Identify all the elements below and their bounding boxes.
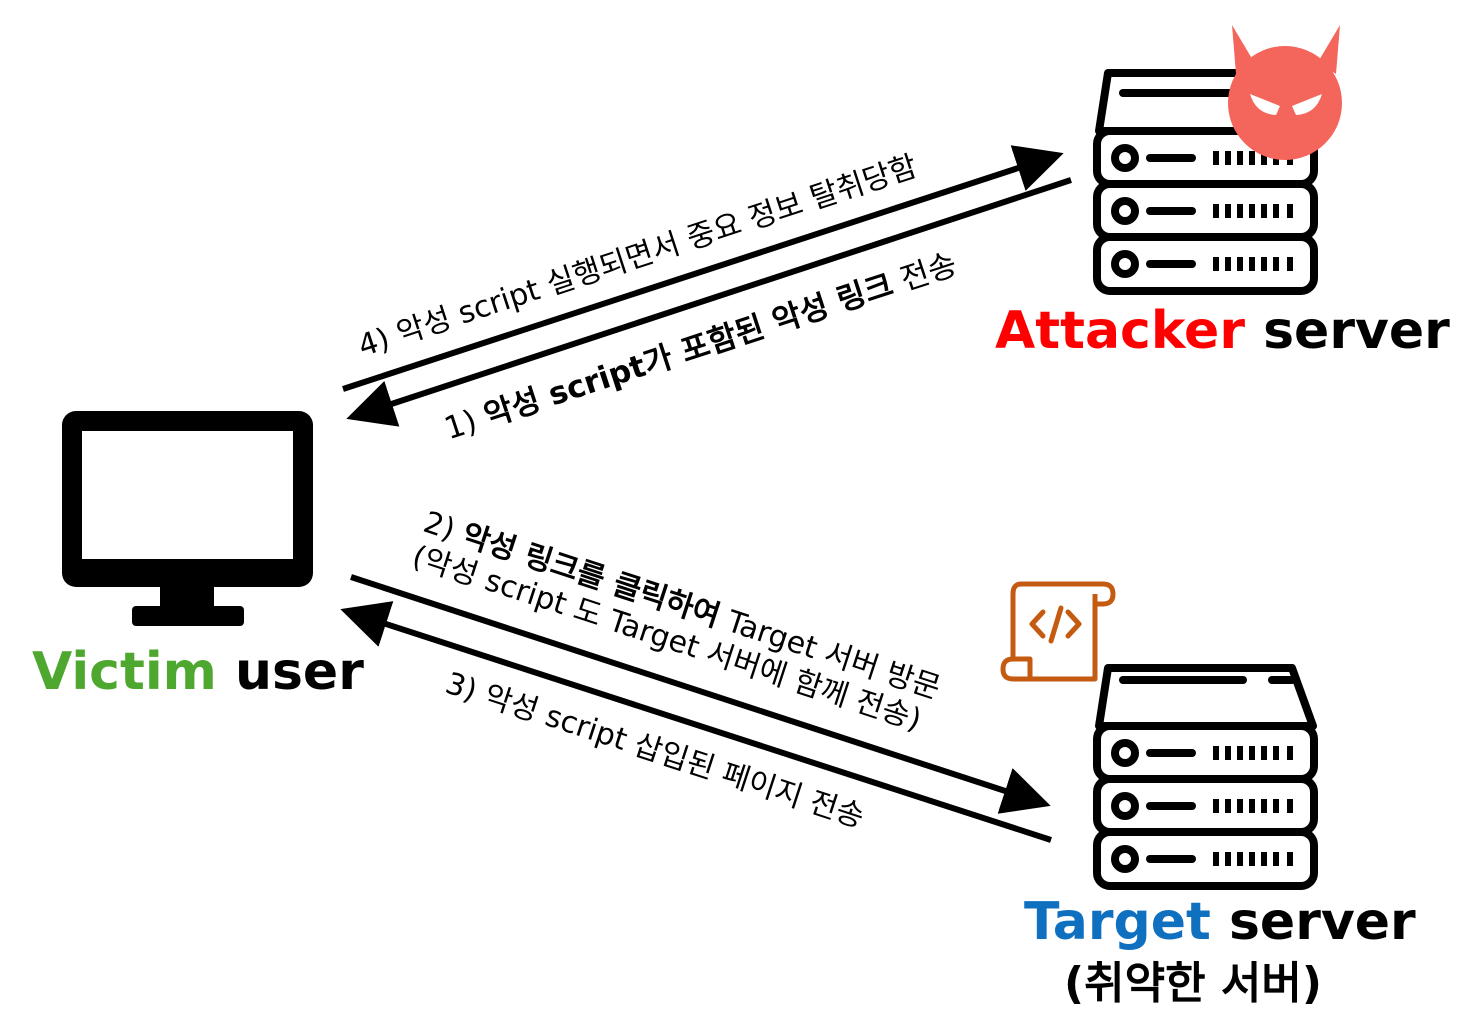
- victim-role: user: [234, 642, 364, 702]
- victim-name: Victim: [32, 642, 217, 702]
- target-name: Target: [1024, 892, 1211, 952]
- target-label: Target server: [1024, 896, 1416, 948]
- arrow-step2: [350, 574, 1051, 814]
- arrow-step3: [340, 601, 1052, 843]
- arrow-step1: [346, 177, 1072, 427]
- monitor-icon: [62, 411, 313, 626]
- attacker-label: Attacker server: [995, 305, 1450, 357]
- target-role: server: [1228, 892, 1416, 952]
- arrow-step4: [342, 145, 1064, 392]
- target-note: (취약한 서버): [1064, 958, 1322, 1009]
- attacker-role: server: [1263, 301, 1450, 361]
- code-scroll-icon: [1000, 581, 1116, 682]
- server-icon: [1093, 664, 1318, 890]
- victim-label: Victim user: [32, 646, 364, 698]
- attacker-name: Attacker: [995, 301, 1245, 361]
- devil-icon: [1228, 25, 1342, 160]
